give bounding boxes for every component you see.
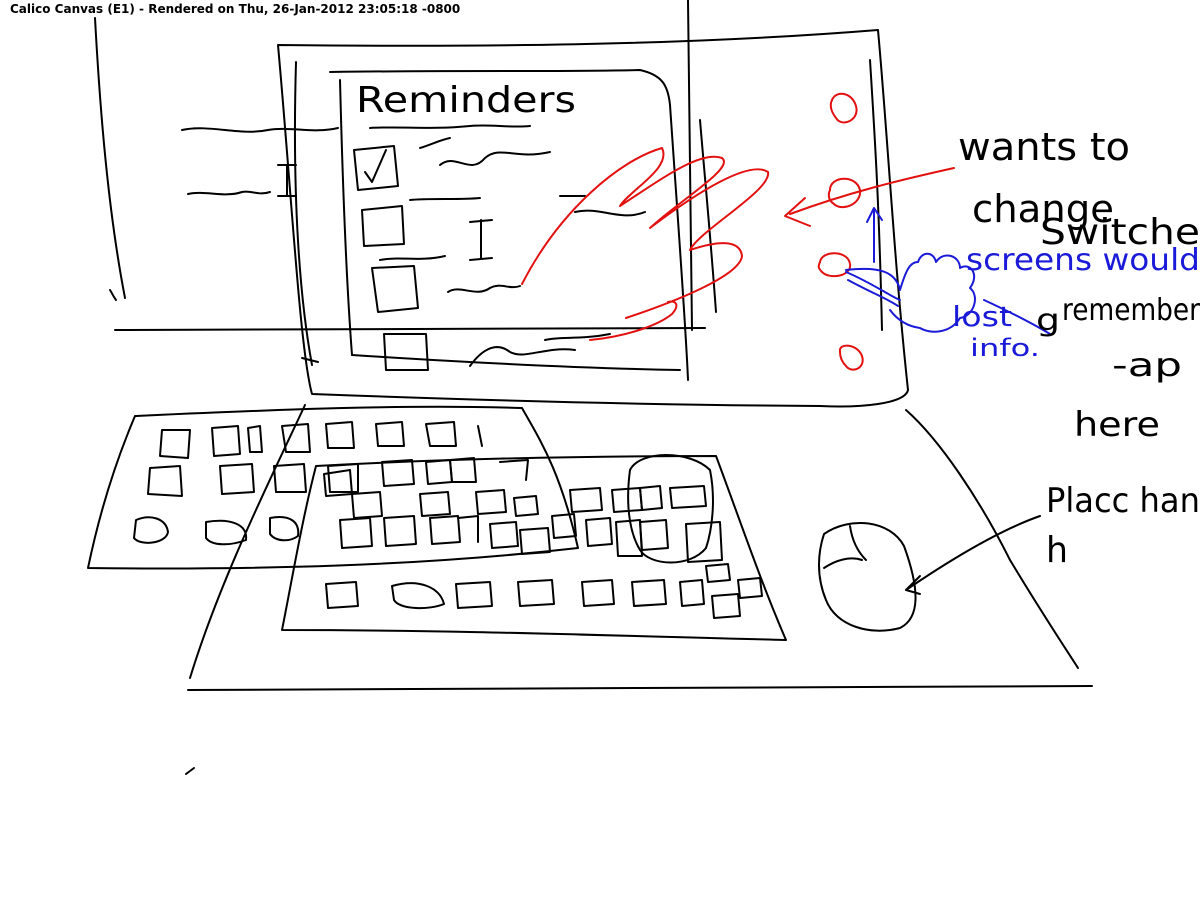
note-place-hand: Placc han (1046, 481, 1200, 521)
note-remember: remember (1062, 293, 1200, 328)
note-lost: lost (952, 300, 1012, 333)
swipe-gesture-sketch (521, 92, 955, 371)
monitor-sketch (277, 29, 909, 408)
reminders-list-sketch (353, 124, 646, 371)
note-wants-to: wants to (958, 125, 1130, 169)
desk-sketch (185, 404, 1093, 775)
reminders-heading: Reminders (356, 80, 576, 121)
keyboard-front-sketch (281, 454, 787, 641)
note-switche: Switche (1040, 212, 1200, 253)
note-screens-would: screens would (966, 243, 1200, 278)
note-here: here (1074, 405, 1160, 445)
mouse-sketch (818, 515, 1041, 632)
note-g: g (1036, 303, 1060, 338)
note-change: change (972, 187, 1114, 231)
background-document-sketch (94, 0, 706, 332)
canvas-title: Calico Canvas (E1) - Rendered on Thu, 26… (10, 2, 461, 16)
note-info: info. (970, 334, 1040, 362)
tap-gesture-sketch (845, 207, 1051, 335)
handwritten-notes: Reminders wants to change Switche screen… (356, 80, 1200, 571)
note-ap: -ap (1112, 346, 1182, 384)
note-h: h (1046, 530, 1068, 571)
keyboard-back-sketch (87, 405, 579, 570)
